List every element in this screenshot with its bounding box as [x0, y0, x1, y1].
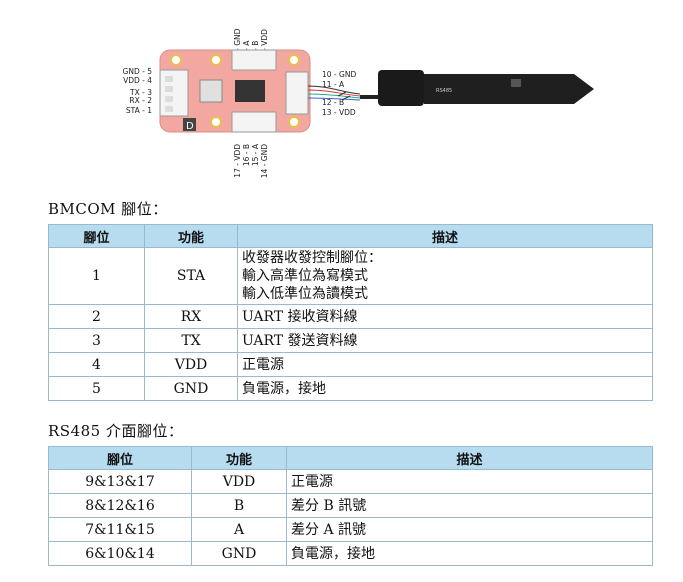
- header-pin: 腳位: [48, 224, 145, 248]
- table-row: 1 STA 收發器收發控制腳位： 輸入高準位為寫模式 輸入低準位為讀模式: [48, 247, 653, 305]
- description-cell: 正電源: [286, 469, 653, 494]
- header-pin: 腳位: [48, 446, 192, 470]
- table-header-row: 腳位 功能 描述: [48, 446, 653, 470]
- left-pin-label: RX - 2: [129, 96, 152, 105]
- pin-cell: 4: [48, 352, 145, 377]
- left-pin-label: VDD - 4: [123, 76, 152, 85]
- left-pin-label: STA - 1: [126, 106, 152, 115]
- module-diagram: 6 - GND 7 - A 8 - B 9 - VDD GND - 5 VDD …: [123, 28, 594, 178]
- pin-cell: 3: [48, 328, 145, 353]
- table-row: 4 VDD 正電源: [48, 352, 653, 377]
- top-pin-label: 8 - B: [251, 41, 260, 58]
- sensor-probe: RS485: [378, 70, 594, 106]
- table-row: 7&11&15 A 差分 A 訊號: [48, 517, 653, 542]
- rs485-section-title: RS485 介面腳位：: [48, 422, 184, 440]
- table-row: 8&12&16 B 差分 B 訊號: [48, 493, 653, 518]
- function-cell: A: [191, 517, 287, 542]
- bottom-pin-label: 16 - B: [242, 144, 251, 166]
- description-cell: 差分 A 訊號: [286, 517, 653, 542]
- bottom-pin-label: 15 - A: [251, 143, 260, 166]
- bottom-pin-labels: 17 - VDD 16 - B 15 - A 14 - GND: [233, 143, 269, 178]
- wires: [307, 85, 378, 101]
- table-row: 6&10&14 GND 負電源，接地: [48, 541, 653, 566]
- function-cell: GND: [191, 541, 287, 566]
- pin-cell: 5: [48, 376, 145, 401]
- function-cell: TX: [144, 328, 238, 353]
- table-header-row: 腳位 功能 描述: [48, 224, 653, 248]
- left-pin-label: GND - 5: [123, 67, 153, 76]
- description-cell: UART 接收資料線: [237, 304, 653, 329]
- top-pin-label: 9 - VDD: [260, 29, 269, 58]
- function-cell: B: [191, 493, 287, 518]
- description-cell: UART 發送資料線: [237, 328, 653, 353]
- pin-cell: 6&10&14: [48, 541, 192, 566]
- pin-cell: 1: [48, 247, 145, 305]
- top-pin-label: 7 - A: [242, 40, 251, 58]
- function-cell: VDD: [191, 469, 287, 494]
- pin-cell: 8&12&16: [48, 493, 192, 518]
- bottom-pin-label: 14 - GND: [260, 144, 269, 178]
- description-cell: 正電源: [237, 352, 653, 377]
- bmcom-pin-table: 腳位 功能 描述 1 STA 收發器收發控制腳位： 輸入高準位為寫模式 輸入低準…: [48, 224, 653, 401]
- function-cell: STA: [144, 247, 238, 305]
- pin-cell: 7&11&15: [48, 517, 192, 542]
- description-cell: 負電源，接地: [286, 541, 653, 566]
- header-description: 描述: [237, 224, 653, 248]
- description-cell: 負電源，接地: [237, 376, 653, 401]
- description-line: 輸入高準位為寫模式: [242, 268, 368, 284]
- pin-cell: 2: [48, 304, 145, 329]
- table-row: 2 RX UART 接收資料線: [48, 304, 653, 329]
- right-pin-label: 10 - GND: [322, 70, 356, 79]
- function-cell: RX: [144, 304, 238, 329]
- right-pin-labels: 10 - GND 11 - A 12 - B 13 - VDD: [322, 70, 356, 117]
- left-pin-label: TX - 3: [129, 88, 152, 97]
- probe-label: RS485: [436, 88, 452, 94]
- header-function: 功能: [191, 446, 287, 470]
- module-board: D: [159, 49, 311, 133]
- bmcom-section-title: BMCOM 腳位：: [48, 200, 168, 218]
- board-mark: D: [186, 121, 194, 132]
- bottom-pin-label: 17 - VDD: [233, 144, 242, 178]
- right-pin-label: 13 - VDD: [322, 108, 356, 117]
- table-row: 9&13&17 VDD 正電源: [48, 469, 653, 494]
- pin-cell: 9&13&17: [48, 469, 192, 494]
- header-function: 功能: [144, 224, 238, 248]
- description-cell: 差分 B 訊號: [286, 493, 653, 518]
- rs485-pin-table: 腳位 功能 描述 9&13&17 VDD 正電源 8&12&16 B 差分 B …: [48, 446, 653, 566]
- right-pin-label: 12 - B: [322, 98, 344, 107]
- right-pin-label: 11 - A: [322, 80, 345, 89]
- top-pin-label: 6 - GND: [233, 28, 242, 58]
- top-pin-labels: 6 - GND 7 - A 8 - B 9 - VDD: [233, 28, 269, 58]
- description-cell: 收發器收發控制腳位： 輸入高準位為寫模式 輸入低準位為讀模式: [237, 247, 653, 305]
- table-row: 3 TX UART 發送資料線: [48, 328, 653, 353]
- left-pin-labels: GND - 5 VDD - 4 TX - 3 RX - 2 STA - 1: [123, 67, 153, 115]
- table-row: 5 GND 負電源，接地: [48, 376, 653, 401]
- description-line: 輸入低準位為讀模式: [242, 286, 368, 302]
- header-description: 描述: [286, 446, 653, 470]
- function-cell: GND: [144, 376, 238, 401]
- description-line: 收發器收發控制腳位：: [242, 250, 382, 266]
- function-cell: VDD: [144, 352, 238, 377]
